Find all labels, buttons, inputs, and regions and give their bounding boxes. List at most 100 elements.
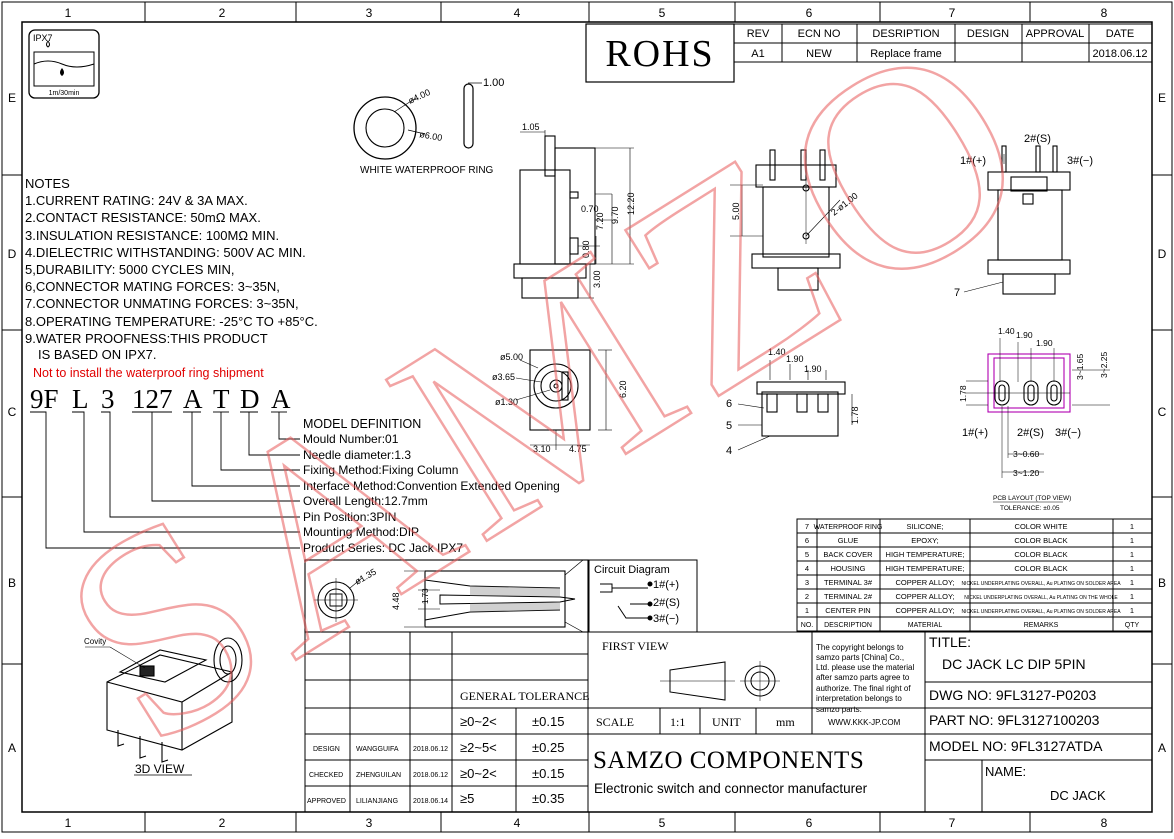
model-def-series: Product Series: DC Jack IPX7 bbox=[303, 541, 463, 555]
watermark-text: SAMZO bbox=[12, 0, 1085, 806]
bom-row-1-remarks: NICKEL UNDERPLATING OVERALL, Au PLATING … bbox=[961, 609, 1121, 615]
bom-row-5-no: 5 bbox=[805, 550, 809, 559]
bom-row-2-qty: 1 bbox=[1130, 592, 1134, 601]
rohs-mark: ROHS bbox=[605, 33, 714, 75]
bottom-dim-height: 6.20 bbox=[618, 380, 628, 398]
row-label-c-right: C bbox=[1158, 405, 1167, 419]
tol-value-1: ±0.15 bbox=[532, 714, 564, 729]
right-pin-2: 2#(S) bbox=[1024, 133, 1051, 145]
circuit-pin-2: 2#(S) bbox=[653, 597, 680, 609]
side-dim-e: 0.80 bbox=[581, 240, 591, 258]
name-value: DC JACK bbox=[1050, 788, 1106, 803]
end-view: 1.40 1.90 1.90 1.78 6 5 4 bbox=[726, 347, 860, 457]
tol-range-1: ≥0~2< bbox=[460, 714, 497, 729]
note-7: 7.CONNECTOR UNMATING FORCES: 3~35N, bbox=[25, 296, 299, 311]
border-rows: E D C B A E D C B A bbox=[2, 91, 1172, 755]
approved-role: APPROVED bbox=[307, 798, 346, 805]
circuit-title: Circuit Diagram bbox=[594, 564, 670, 576]
rev-header: REV bbox=[747, 28, 770, 40]
pcb-title: PCB LAYOUT (TOP VIEW) bbox=[993, 495, 1071, 502]
bom-row-6-remarks: COLOR BLACK bbox=[1014, 536, 1067, 545]
bom-header-remarks: REMARKS bbox=[1024, 622, 1059, 629]
bom-row-1-qty: 1 bbox=[1130, 606, 1134, 615]
col-label-2-bottom: 2 bbox=[219, 816, 226, 830]
col-label-7-bottom: 7 bbox=[949, 816, 956, 830]
side-view: 1.05 0.70 7.20 9.70 12.20 0.80 3.00 bbox=[513, 122, 636, 299]
model-part-pins: 3 bbox=[101, 384, 115, 414]
bom-row-1-no: 1 bbox=[805, 606, 809, 615]
bom-table: 7 WATERPROOF RING SILICONE; COLOR WHITE … bbox=[796, 518, 1153, 632]
ecn-value: NEW bbox=[806, 48, 832, 60]
company-name: SAMZO COMPONENTS bbox=[593, 747, 864, 774]
checked-date: 2018.06.12 bbox=[413, 772, 448, 779]
model-def-pins: Pin Position:3PIN bbox=[303, 510, 396, 524]
section-dim-h2: 1.73 bbox=[421, 588, 430, 604]
notes-block: NOTES 1.CURRENT RATING: 24V & 3A MAX. 2.… bbox=[25, 176, 318, 380]
copyright-line-1: The copyright belongs to bbox=[816, 643, 904, 652]
model-def-mould: Mould Number:01 bbox=[303, 432, 399, 446]
note-4: 4.DIELECTRIC WITHSTANDING: 500V AC MIN. bbox=[25, 245, 306, 260]
circuit-pin-3: 3#(−) bbox=[653, 613, 679, 625]
date-value: 2018.06.12 bbox=[1092, 48, 1147, 60]
pcb-pin-1: 1#(+) bbox=[962, 427, 988, 439]
side-dim-d: 12.20 bbox=[626, 192, 636, 215]
name-label: NAME: bbox=[985, 764, 1026, 779]
model-code: 9F L 3 127 A T D A bbox=[30, 384, 291, 414]
website: WWW.KKK-JP.COM bbox=[828, 718, 901, 727]
copyright-line-7: samzo parts. bbox=[816, 705, 862, 714]
first-view-label: FIRST VIEW bbox=[602, 639, 669, 653]
pcb-dim-2: 1.90 bbox=[1016, 330, 1033, 340]
company-tagline: Electronic switch and connector manufact… bbox=[594, 781, 868, 796]
design-date: 2018.06.12 bbox=[413, 746, 448, 753]
row-label-e-right: E bbox=[1158, 91, 1166, 105]
col-label-7: 7 bbox=[949, 6, 956, 20]
bom-row-7-material: SILICONE; bbox=[906, 522, 943, 531]
col-label-6-bottom: 6 bbox=[806, 816, 813, 830]
side-dim-b: 7.20 bbox=[595, 212, 605, 230]
row-label-a-right: A bbox=[1158, 741, 1166, 755]
copyright-line-2: samzo parts [China] Co., bbox=[816, 653, 904, 662]
model-number: MODEL NO: 9FL3127ATDA bbox=[929, 738, 1103, 754]
note-2: 2.CONTACT RESISTANCE: 50mΩ MAX. bbox=[25, 210, 261, 225]
approved-date: 2018.06.14 bbox=[413, 798, 448, 805]
tol-value-4: ±0.35 bbox=[532, 791, 564, 806]
unit-label: UNIT bbox=[712, 715, 741, 729]
waterproof-ring-view: ø4.00 ø6.00 1.00 WHITE WATERPROOF RING bbox=[353, 77, 504, 176]
bom-row-7-no: 7 bbox=[805, 522, 809, 531]
ipx7-caption: 1m/30min bbox=[49, 90, 80, 97]
model-part-needle: D bbox=[240, 384, 260, 414]
bom-header-description: DESCRIPTION bbox=[824, 622, 872, 629]
part-number: PART NO: 9FL3127100203 bbox=[929, 712, 1100, 728]
note-1: 1.CURRENT RATING: 24V & 3A MAX. bbox=[25, 193, 248, 208]
note-3: 3.INSULATION RESISTANCE: 100MΩ MIN. bbox=[25, 228, 279, 243]
bom-row-5-remarks: COLOR BLACK bbox=[1014, 550, 1067, 559]
bottom-dim-d1: ø5.00 bbox=[500, 352, 523, 362]
ipx7-label: IPX7 bbox=[33, 33, 53, 43]
tol-range-3: ≥0~2< bbox=[460, 766, 497, 781]
description-value: Replace frame bbox=[870, 48, 942, 60]
tol-range-4: ≥5 bbox=[460, 791, 474, 806]
note-9-line-1: 9.WATER PROOFNESS:THIS PRODUCT bbox=[25, 331, 268, 346]
checked-role: CHECKED bbox=[309, 772, 343, 779]
end-dim-1: 1.40 bbox=[768, 347, 786, 357]
ring-thickness-dim: 1.00 bbox=[483, 77, 504, 89]
design-person: WANGGUIFA bbox=[356, 746, 399, 753]
right-view: 1#(+) 2#(S) 3#(−) 7 bbox=[954, 133, 1093, 299]
bom-row-2-material: COPPER ALLOY; bbox=[895, 592, 954, 601]
col-label-3-bottom: 3 bbox=[366, 816, 373, 830]
right-pin-1: 1#(+) bbox=[960, 155, 986, 167]
row-label-e: E bbox=[8, 91, 16, 105]
bom-row-3-material: COPPER ALLOY; bbox=[895, 578, 954, 587]
pcb-dim-3: 1.90 bbox=[1036, 338, 1053, 348]
border-columns: 1 2 3 4 5 6 7 8 1 2 3 4 5 6 7 8 bbox=[65, 2, 1108, 832]
copyright-line-4: after samzo parts agree to bbox=[816, 673, 910, 682]
bom-row-2-desc: TERMINAL 2# bbox=[824, 592, 873, 601]
notes-title: NOTES bbox=[25, 176, 70, 191]
end-dim-3: 1.90 bbox=[804, 364, 822, 374]
end-label-5: 5 bbox=[726, 420, 732, 432]
watermark: SAMZO bbox=[10, 0, 1086, 807]
ipx7-icon: IPX7 1m/30min bbox=[28, 29, 100, 99]
bottom-dim-d3: ø1.30 bbox=[495, 397, 518, 407]
bom-row-3-qty: 1 bbox=[1130, 578, 1134, 587]
date-header: DATE bbox=[1106, 28, 1135, 40]
